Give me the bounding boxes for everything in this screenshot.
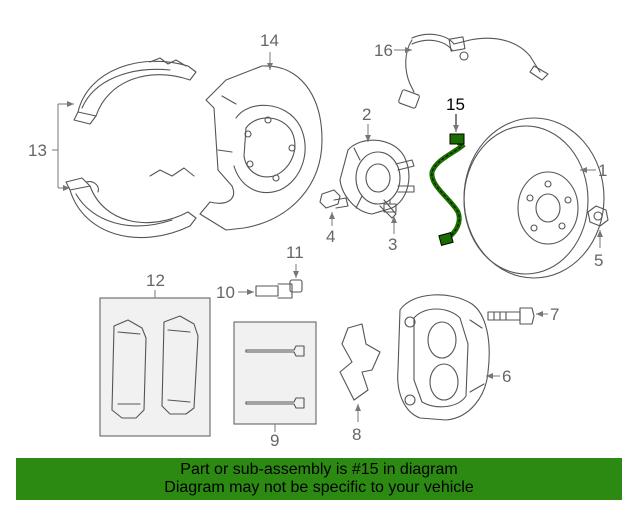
banner-line-1: Part or sub-assembly is #15 in diagram xyxy=(180,461,458,478)
bleeder-screw[interactable] xyxy=(255,283,293,299)
callout-4-label: 4 xyxy=(326,227,335,246)
dust-shield[interactable] xyxy=(199,65,323,231)
hub-bearing[interactable] xyxy=(339,139,415,219)
callout-3-label: 3 xyxy=(388,235,397,254)
callout-11: 11 xyxy=(286,243,304,278)
callout-1-label: 1 xyxy=(598,161,607,180)
info-banner: Part or sub-assembly is #15 in diagram D… xyxy=(16,458,622,500)
callout-14-label: 14 xyxy=(260,31,279,50)
callout-1: 1 xyxy=(580,161,607,180)
callout-3: 3 xyxy=(388,216,397,254)
callout-5-label: 5 xyxy=(594,251,603,270)
banner-line-2: Diagram may not be specific to your vehi… xyxy=(164,479,474,496)
lug-nut[interactable] xyxy=(587,205,609,227)
caliper-pin-kit[interactable] xyxy=(233,321,317,425)
callout-11-label: 11 xyxy=(286,243,304,262)
callout-5: 5 xyxy=(594,230,603,270)
callout-10: 10 xyxy=(216,283,254,302)
caliper-bolt[interactable] xyxy=(487,307,535,325)
callout-16: 16 xyxy=(374,41,412,60)
callout-6: 6 xyxy=(486,367,511,386)
callout-2: 2 xyxy=(362,105,371,142)
callout-13: 13 xyxy=(28,101,74,188)
brake-caliper[interactable] xyxy=(397,294,490,421)
callout-4: 4 xyxy=(326,212,335,246)
callout-9: 9 xyxy=(270,424,279,450)
callout-7-label: 7 xyxy=(550,305,559,324)
callout-14: 14 xyxy=(260,31,279,70)
brake-hose[interactable] xyxy=(429,133,466,246)
parts-diagram: 13 14 16 15 xyxy=(28,31,609,450)
brake-pads-kit[interactable] xyxy=(99,297,211,437)
callout-12-label: 12 xyxy=(146,271,165,290)
callout-2-label: 2 xyxy=(362,105,371,124)
callout-15: 15 xyxy=(446,95,465,132)
callout-13-label: 13 xyxy=(28,141,47,160)
wheel-stud[interactable] xyxy=(383,199,397,213)
callout-16-label: 16 xyxy=(374,41,393,60)
callout-8-label: 8 xyxy=(352,425,361,444)
wheel-speed-sensor[interactable] xyxy=(398,33,549,109)
callout-6-label: 6 xyxy=(502,367,511,386)
anti-rattle-clip[interactable] xyxy=(339,323,381,401)
callout-7: 7 xyxy=(536,305,559,324)
callout-12: 12 xyxy=(146,271,165,298)
parking-brake-shoes[interactable] xyxy=(65,57,197,239)
callout-8: 8 xyxy=(352,404,361,444)
brake-rotor[interactable] xyxy=(463,117,605,279)
bleeder-cap[interactable] xyxy=(289,279,303,293)
callout-9-label: 9 xyxy=(270,431,279,450)
callout-15-label: 15 xyxy=(446,95,465,114)
hub-bolt[interactable] xyxy=(319,189,349,209)
callout-10-label: 10 xyxy=(216,283,235,302)
